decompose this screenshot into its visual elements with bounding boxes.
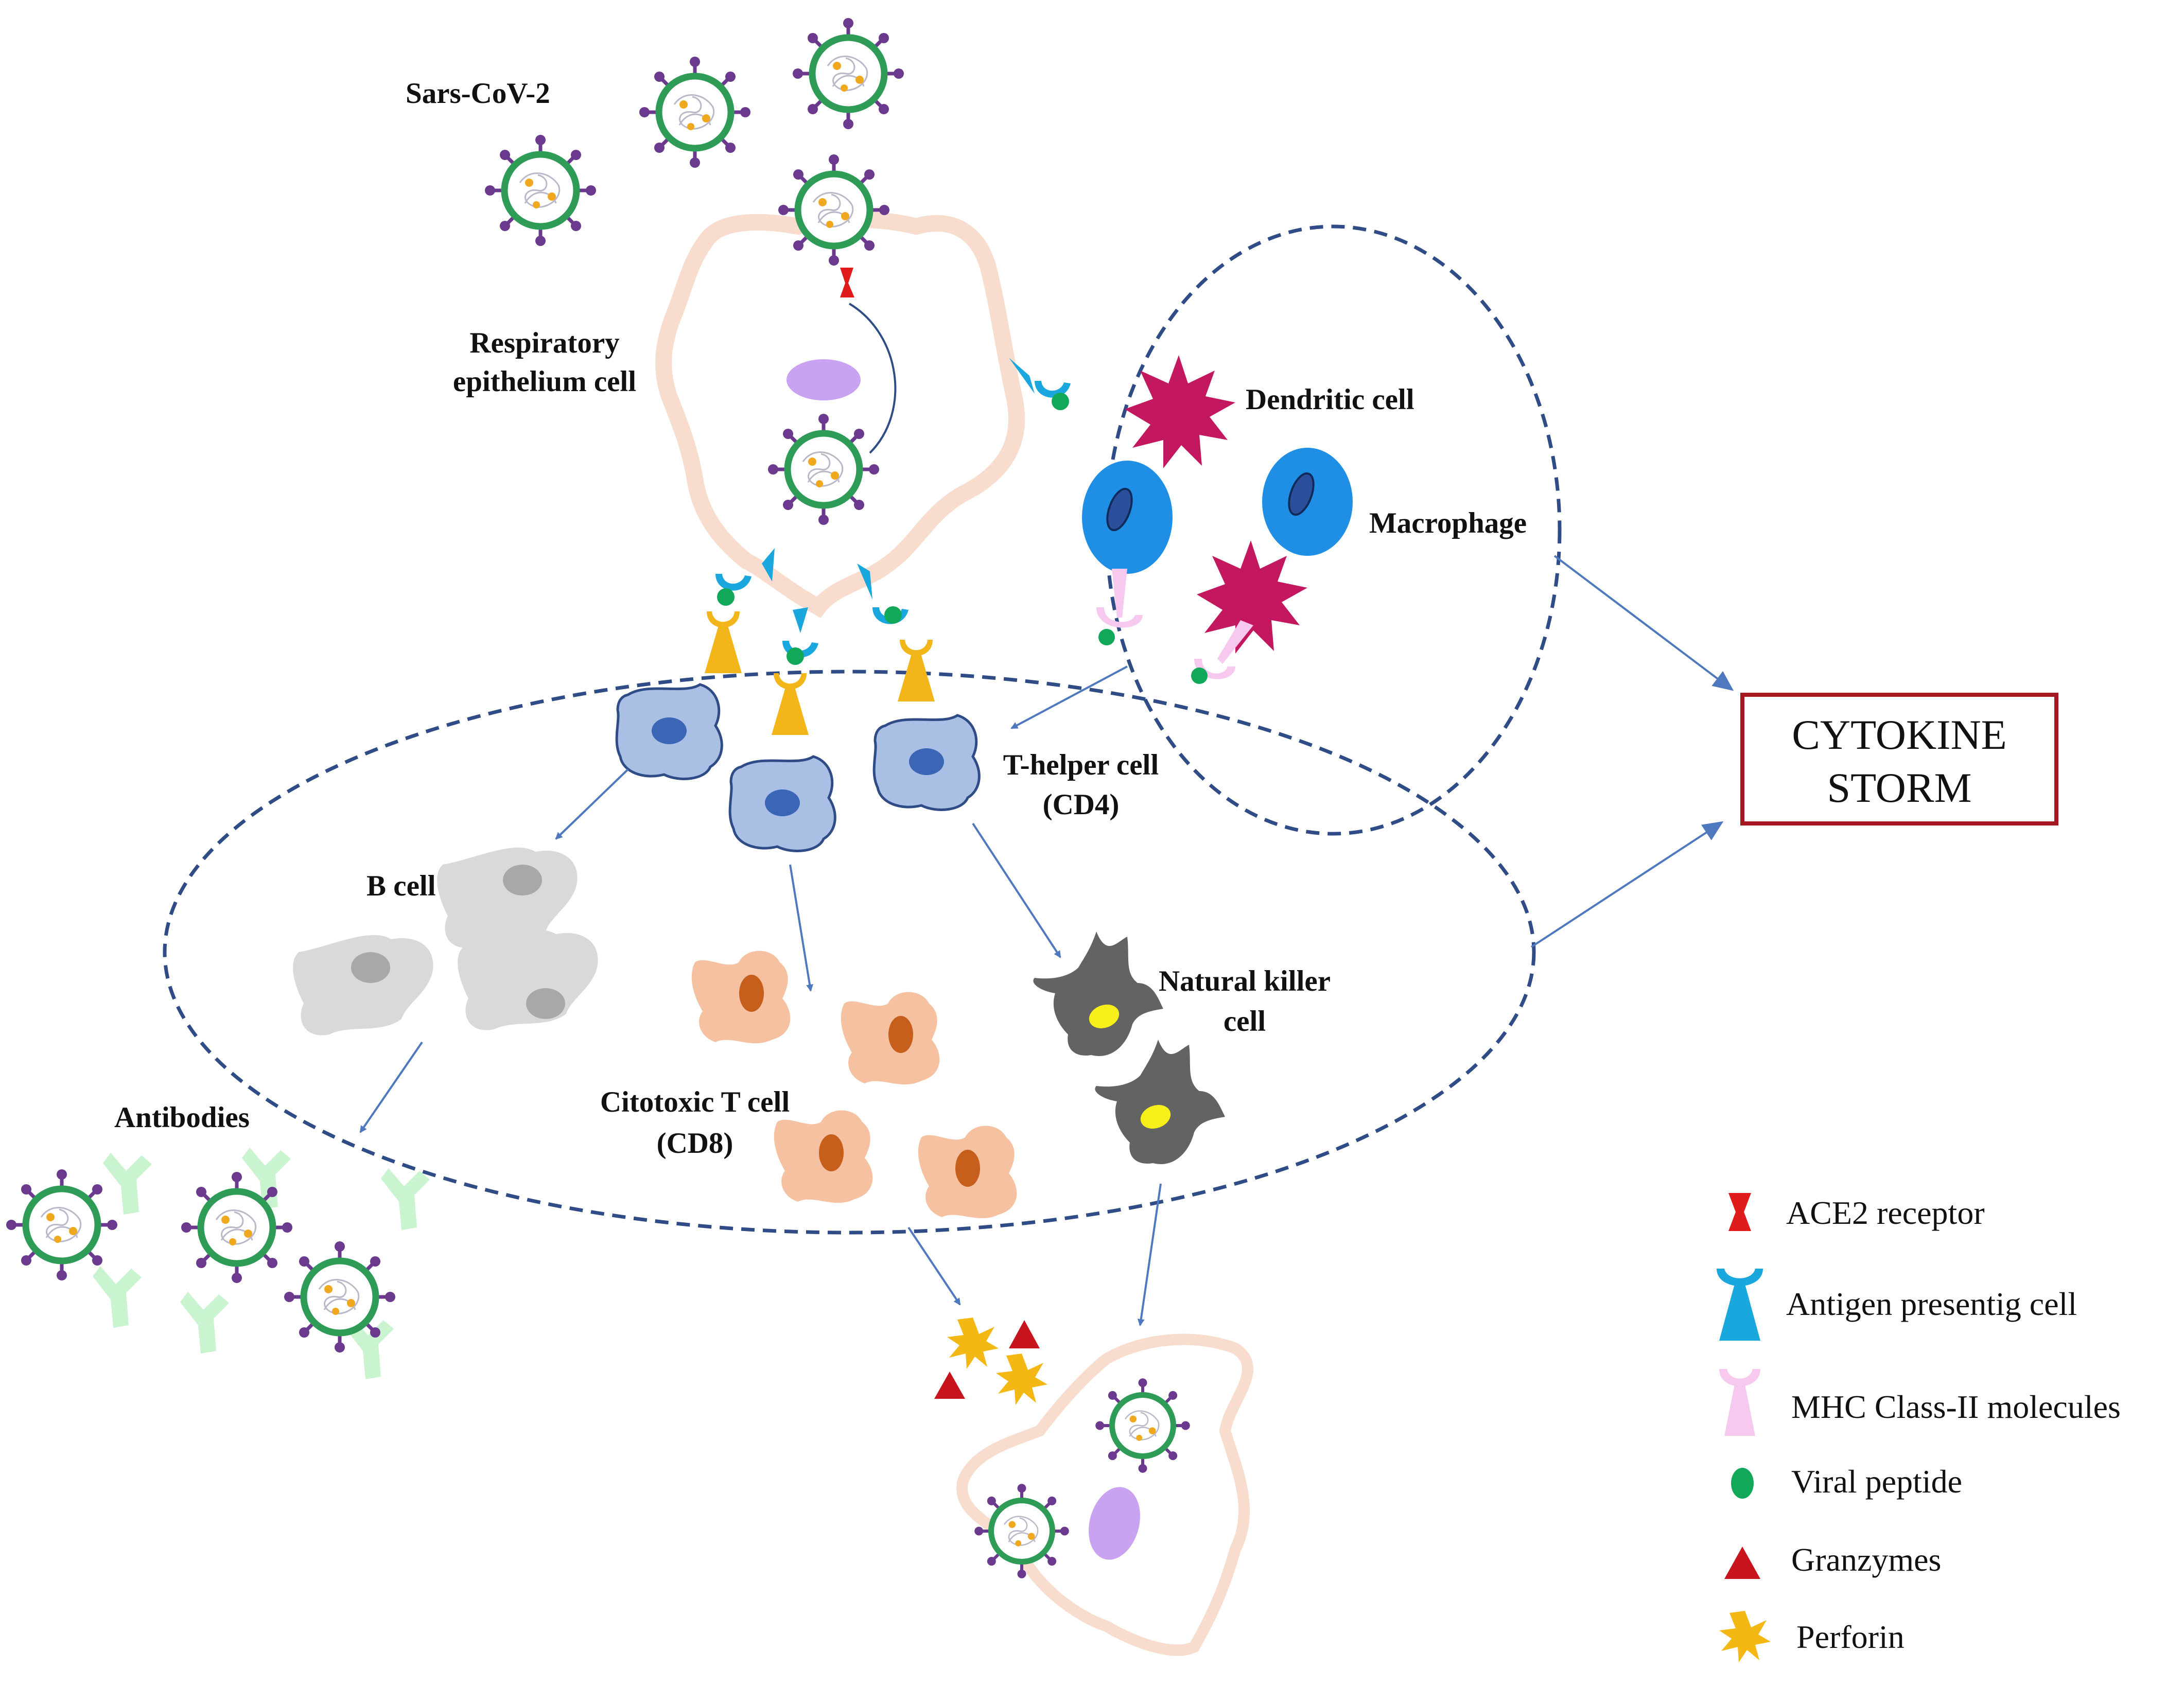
granzyme-icon — [1009, 1320, 1040, 1348]
label-b-cell: B cell — [366, 870, 436, 902]
mhc-class-ii-icon — [1719, 1369, 1760, 1436]
legend-label: MHC Class-II molecules — [1791, 1389, 2121, 1425]
virus-icon — [778, 154, 889, 266]
ace2-receptor-icon — [840, 268, 854, 297]
b-cell — [437, 847, 578, 948]
t-helper-cell — [874, 715, 979, 810]
cytokine-storm-line2: STORM — [1827, 764, 1971, 811]
epithelium-membrane — [655, 211, 1025, 618]
virus-icon — [793, 18, 904, 129]
label-antibodies: Antibodies — [114, 1101, 250, 1134]
b-cell-nucleus — [351, 952, 390, 983]
target-cell-nucleus — [1089, 1487, 1140, 1560]
granzyme-icon — [934, 1372, 965, 1399]
perforin-icon — [947, 1318, 999, 1369]
cytotoxic-t-cell — [691, 951, 791, 1044]
label-epithelium-line1: Respiratory — [469, 327, 619, 359]
dendritic-cell — [1125, 355, 1235, 468]
arrow-thelper-to-nk — [972, 822, 1061, 958]
t-helper-cell — [730, 757, 835, 851]
virus-icon — [485, 135, 596, 246]
legend: ACE2 receptor Antigen presentig cell MHC… — [1717, 1193, 2121, 1662]
b-cell-nucleus — [503, 865, 542, 895]
ace2-receptor-icon — [1728, 1193, 1751, 1231]
perforin-icon — [996, 1354, 1047, 1405]
arrow-dendritic-to-thelper — [1010, 665, 1128, 729]
label-epithelium-line2: epithelium cell — [453, 365, 636, 398]
label-dendritic-cell: Dendritic cell — [1246, 383, 1414, 416]
viral-peptide-icon — [1731, 1468, 1754, 1499]
innate-compartment-boundary — [1105, 224, 1562, 836]
mhc-class-ii-molecule — [1191, 620, 1253, 684]
virus-icon — [181, 1172, 292, 1283]
arrow-innate-to-storm — [1553, 555, 1734, 691]
label-cytotoxic-line2: (CD8) — [657, 1127, 733, 1160]
respiratory-epithelium-cell — [655, 211, 1025, 618]
antigen-presenting-receptor-4 — [1009, 358, 1071, 410]
legend-label: ACE2 receptor — [1786, 1195, 1985, 1231]
adaptive-compartment-boundary — [163, 670, 1536, 1235]
antibody-icon — [93, 1266, 142, 1328]
label-nk-line1: Natural killer — [1159, 965, 1331, 997]
viral-entry-path — [848, 303, 897, 454]
cytokine-storm-box — [1740, 693, 2058, 826]
legend-label: Perforin — [1796, 1619, 1905, 1655]
virus-icon — [974, 1484, 1069, 1578]
legend-item-perforin: Perforin — [1719, 1611, 1905, 1662]
label-cytotoxic-line1: Citotoxic T cell — [600, 1086, 790, 1118]
antibody-icon — [381, 1168, 430, 1230]
cytotoxic-t-cell — [841, 992, 940, 1085]
legend-item-granzymes: Granzymes — [1724, 1541, 1941, 1579]
antigen-presenting-receptor-1 — [705, 548, 775, 673]
legend-label: Antigen presentig cell — [1786, 1286, 2077, 1322]
virus-icon — [639, 57, 750, 168]
t-helper-cell — [617, 684, 722, 779]
infected-target-cell — [956, 1333, 1253, 1656]
target-cell-membrane — [956, 1333, 1253, 1656]
b-cell-nucleus — [526, 988, 565, 1019]
epithelium-nucleus — [787, 359, 861, 400]
label-macrophage: Macrophage — [1369, 507, 1527, 539]
b-cell — [293, 935, 433, 1035]
arrow-adaptive-to-storm — [1530, 821, 1724, 948]
macrophage — [1262, 448, 1353, 556]
arrow-nk-to-target — [1137, 1183, 1162, 1326]
virus-icon — [284, 1241, 395, 1353]
legend-label: Viral peptide — [1791, 1463, 1962, 1500]
label-t-helper-line1: T-helper cell — [1003, 749, 1159, 781]
arrow-thelper-to-bcell — [555, 768, 629, 840]
legend-item-viral-peptide: Viral peptide — [1731, 1463, 1962, 1500]
antigen-presenting-receptor-2 — [772, 607, 818, 735]
arrow-bcell-to-antibodies — [359, 1041, 423, 1133]
cytokine-storm-line1: CYTOKINE — [1792, 711, 2007, 758]
label-sars-cov-2: Sars-CoV-2 — [406, 77, 550, 110]
label-t-helper-line2: (CD4) — [1043, 788, 1120, 821]
cytotoxic-t-cell — [774, 1110, 873, 1203]
legend-item-ace2: ACE2 receptor — [1728, 1193, 1985, 1231]
natural-killer-cell — [1095, 1040, 1225, 1164]
natural-killer-cell — [1033, 932, 1163, 1056]
antibody-icon — [103, 1153, 152, 1215]
macrophage — [1082, 461, 1173, 574]
legend-label: Granzymes — [1791, 1541, 1941, 1578]
antigen-presenting-cell-icon — [1717, 1269, 1763, 1341]
virus-icon — [1095, 1378, 1190, 1473]
virus-icon — [6, 1169, 117, 1280]
b-cell — [458, 929, 598, 1030]
mhc-class-ii-molecule — [1096, 569, 1143, 645]
antigen-presenting-receptor-3 — [857, 564, 935, 701]
arrow-thelper-to-cytotoxic — [789, 864, 813, 992]
granzymes-icon — [1724, 1547, 1760, 1579]
antibody-icon — [180, 1292, 229, 1354]
perforin-icon — [1719, 1611, 1771, 1662]
virus-icon — [768, 414, 879, 525]
legend-item-mhc: MHC Class-II molecules — [1719, 1369, 2121, 1436]
dendritic-cell — [1197, 540, 1307, 654]
legend-item-apc: Antigen presentig cell — [1717, 1269, 2077, 1341]
arrow-cytotoxic-to-target — [907, 1226, 961, 1306]
label-nk-line2: cell — [1224, 1005, 1266, 1038]
cytotoxic-t-cell — [918, 1126, 1017, 1219]
